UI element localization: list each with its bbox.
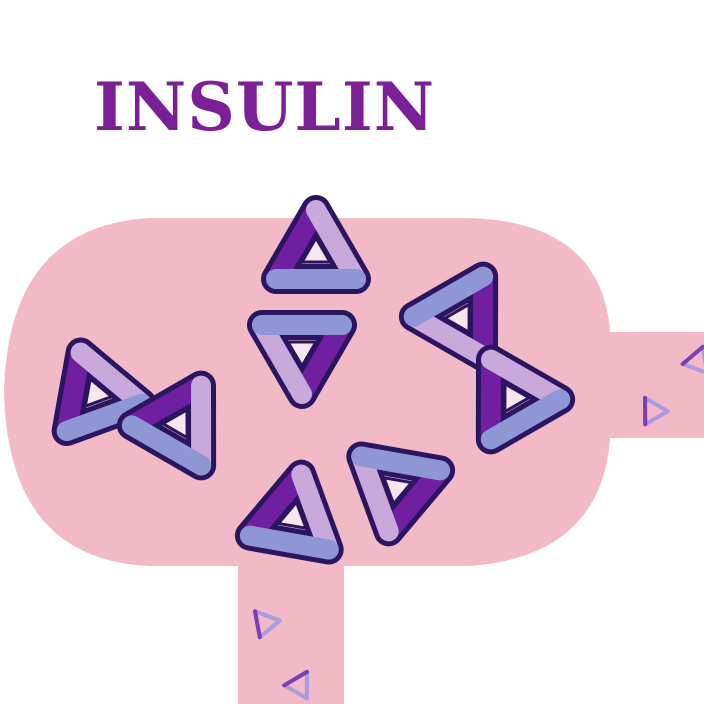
diagram-title: INSULIN: [94, 68, 436, 146]
